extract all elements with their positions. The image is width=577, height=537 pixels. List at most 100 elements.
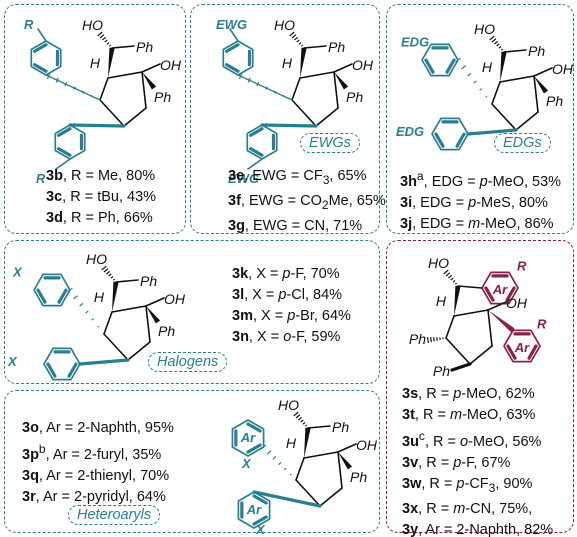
- position-prefix: m: [449, 407, 463, 423]
- substituent-label: EWG: [216, 17, 247, 32]
- compound-desc: , Ar = 2-Naphth, 82%: [418, 521, 554, 537]
- compound-row: 3t, R = m-MeO, 63%: [402, 405, 553, 426]
- hash-bond: [97, 31, 112, 47]
- aryl-ring-bottom-double-bond: [248, 127, 264, 137]
- bond: [337, 443, 357, 453]
- compound-number: 3o: [22, 420, 39, 436]
- substituent-label: X: [12, 264, 23, 279]
- compound-desc: , Ar = 2-Naphth, 95%: [38, 420, 174, 436]
- atom-label-ho: HO: [86, 251, 107, 267]
- ring-bond: [291, 77, 301, 101]
- wedge-bond: [300, 47, 307, 78]
- compound-desc: , EWG = CN, 71%: [244, 217, 363, 234]
- compound-row: 3pb, Ar = 2-furyl, 35%: [22, 439, 174, 466]
- atom-label-ho: HO: [278, 397, 299, 413]
- compound-desc: , EDG =: [412, 194, 469, 211]
- compound-desc: , R = Ph, 66%: [62, 210, 153, 226]
- wedge-bond: [304, 427, 311, 458]
- position-prefix: p: [453, 386, 462, 402]
- ring-bond: [487, 309, 493, 347]
- aryl-ring-top-double-bond: [57, 288, 68, 304]
- aryl-ring-bottom-double-bond: [56, 127, 72, 137]
- bond-aryl: [237, 74, 293, 101]
- aryl-ring-bottom: [431, 117, 469, 151]
- subscript: 3: [488, 480, 496, 495]
- compound-desc-cont: -Cl, 84%: [286, 287, 343, 303]
- wedge-bond: [112, 281, 119, 312]
- compound-row: 3f, EWG = CO2Me, 65%: [228, 191, 386, 216]
- compound-number: 3h: [400, 173, 417, 190]
- footnote-mark: c: [418, 429, 425, 443]
- substituent-label: EDG: [401, 34, 429, 49]
- compound-desc: , Ar = 2-thienyl, 70%: [38, 467, 170, 484]
- footnote-mark: b: [38, 442, 46, 456]
- position-prefix: o: [460, 433, 469, 450]
- atom-label-ph: Ph: [158, 323, 175, 339]
- compound-row: 3w, R = p-CF3, 90%: [402, 474, 553, 499]
- ring-bond: [111, 305, 147, 313]
- atom-label-oh: OH: [552, 61, 574, 77]
- compound-row: 3k, X = p-F, 70%: [232, 264, 351, 285]
- position-prefix: o: [283, 329, 292, 345]
- aryl-ring-top: [421, 43, 459, 77]
- atom-label-ph: Ph: [154, 89, 171, 105]
- aryl-ring-bottom-double-bond: [506, 344, 517, 360]
- atom-label-ph: Ph: [433, 363, 450, 379]
- ring-bond: [303, 451, 339, 459]
- ring-bond: [299, 71, 335, 79]
- compound-number: 3e: [228, 168, 245, 184]
- compound-desc: , EWG = CF: [244, 168, 323, 184]
- hash-bond: [443, 269, 458, 285]
- atom-label-h: H: [286, 435, 297, 451]
- compound-row: 3uc, R = o-MeO, 56%: [402, 426, 553, 453]
- aryl-ring-top-double-bond: [224, 43, 240, 53]
- heteroaryl-ring-top-double-bond: [246, 422, 262, 433]
- hash-bond: [261, 444, 292, 476]
- badge-ewgs: EWGs: [300, 133, 360, 153]
- wedge-bond: [488, 310, 515, 333]
- hash-bond: [289, 31, 304, 47]
- ring-bond: [315, 107, 339, 127]
- wedge-bond: [142, 72, 157, 90]
- compound-desc-cont: -MeO, 63%: [462, 407, 536, 423]
- list-alkyl: 3b, R = Me, 80%3c, R = tBu, 43%3d, R = P…: [46, 166, 156, 229]
- subscript: 3: [322, 172, 330, 187]
- compound-desc: , R =: [418, 454, 454, 471]
- panel-ketone: [386, 240, 574, 533]
- compound-row: 3o, Ar = 2-Naphth, 95%: [22, 418, 174, 439]
- compound-desc-cont: -CN, 75%,: [465, 500, 533, 517]
- compound-desc-cont: -F, 70%: [290, 266, 340, 282]
- substituent-label: R: [36, 171, 46, 186]
- panel-ewg: [190, 4, 380, 234]
- ring-bond: [491, 103, 517, 131]
- bond: [115, 279, 139, 283]
- aryl-ring-top-double-bond: [445, 58, 456, 74]
- atom-label-h: H: [436, 293, 447, 309]
- footnote-mark: a: [416, 169, 424, 183]
- compound-row: 3l, X = p-Cl, 84%: [232, 285, 351, 306]
- atom-label-h: H: [282, 55, 293, 71]
- bond: [141, 63, 161, 73]
- ring-label: Ar: [492, 282, 508, 297]
- atom-label-oh: OH: [164, 291, 186, 307]
- compound-number: 3i: [400, 194, 413, 211]
- compound-row: 3j, EDG = m-MeO, 86%: [400, 214, 561, 235]
- atom-label-ph: Ph: [546, 93, 563, 109]
- wedge-bond: [146, 306, 161, 324]
- atom-label-oh: OH: [352, 57, 374, 73]
- badge-heteroaryls: Heteroaryls: [68, 505, 161, 525]
- aryl-ring-top-double-bond: [36, 288, 47, 304]
- compound-desc: , R =: [424, 433, 461, 450]
- list-ewg: 3e, EWG = CF3, 65%3f, EWG = CO2Me, 65%3g…: [228, 166, 386, 237]
- compound-number: 3p: [22, 446, 39, 463]
- aryl-ring-top-double-bond: [224, 63, 240, 73]
- ring-label: Ar: [514, 340, 530, 355]
- ring-bond: [533, 75, 539, 113]
- compound-desc: , R =: [418, 386, 454, 402]
- aryl-ring-bottom: [503, 329, 541, 363]
- atom-label-ph: Ph: [346, 89, 363, 105]
- bold-bond: [260, 123, 318, 128]
- compound-desc-cont: -MeO, 86%: [480, 215, 554, 232]
